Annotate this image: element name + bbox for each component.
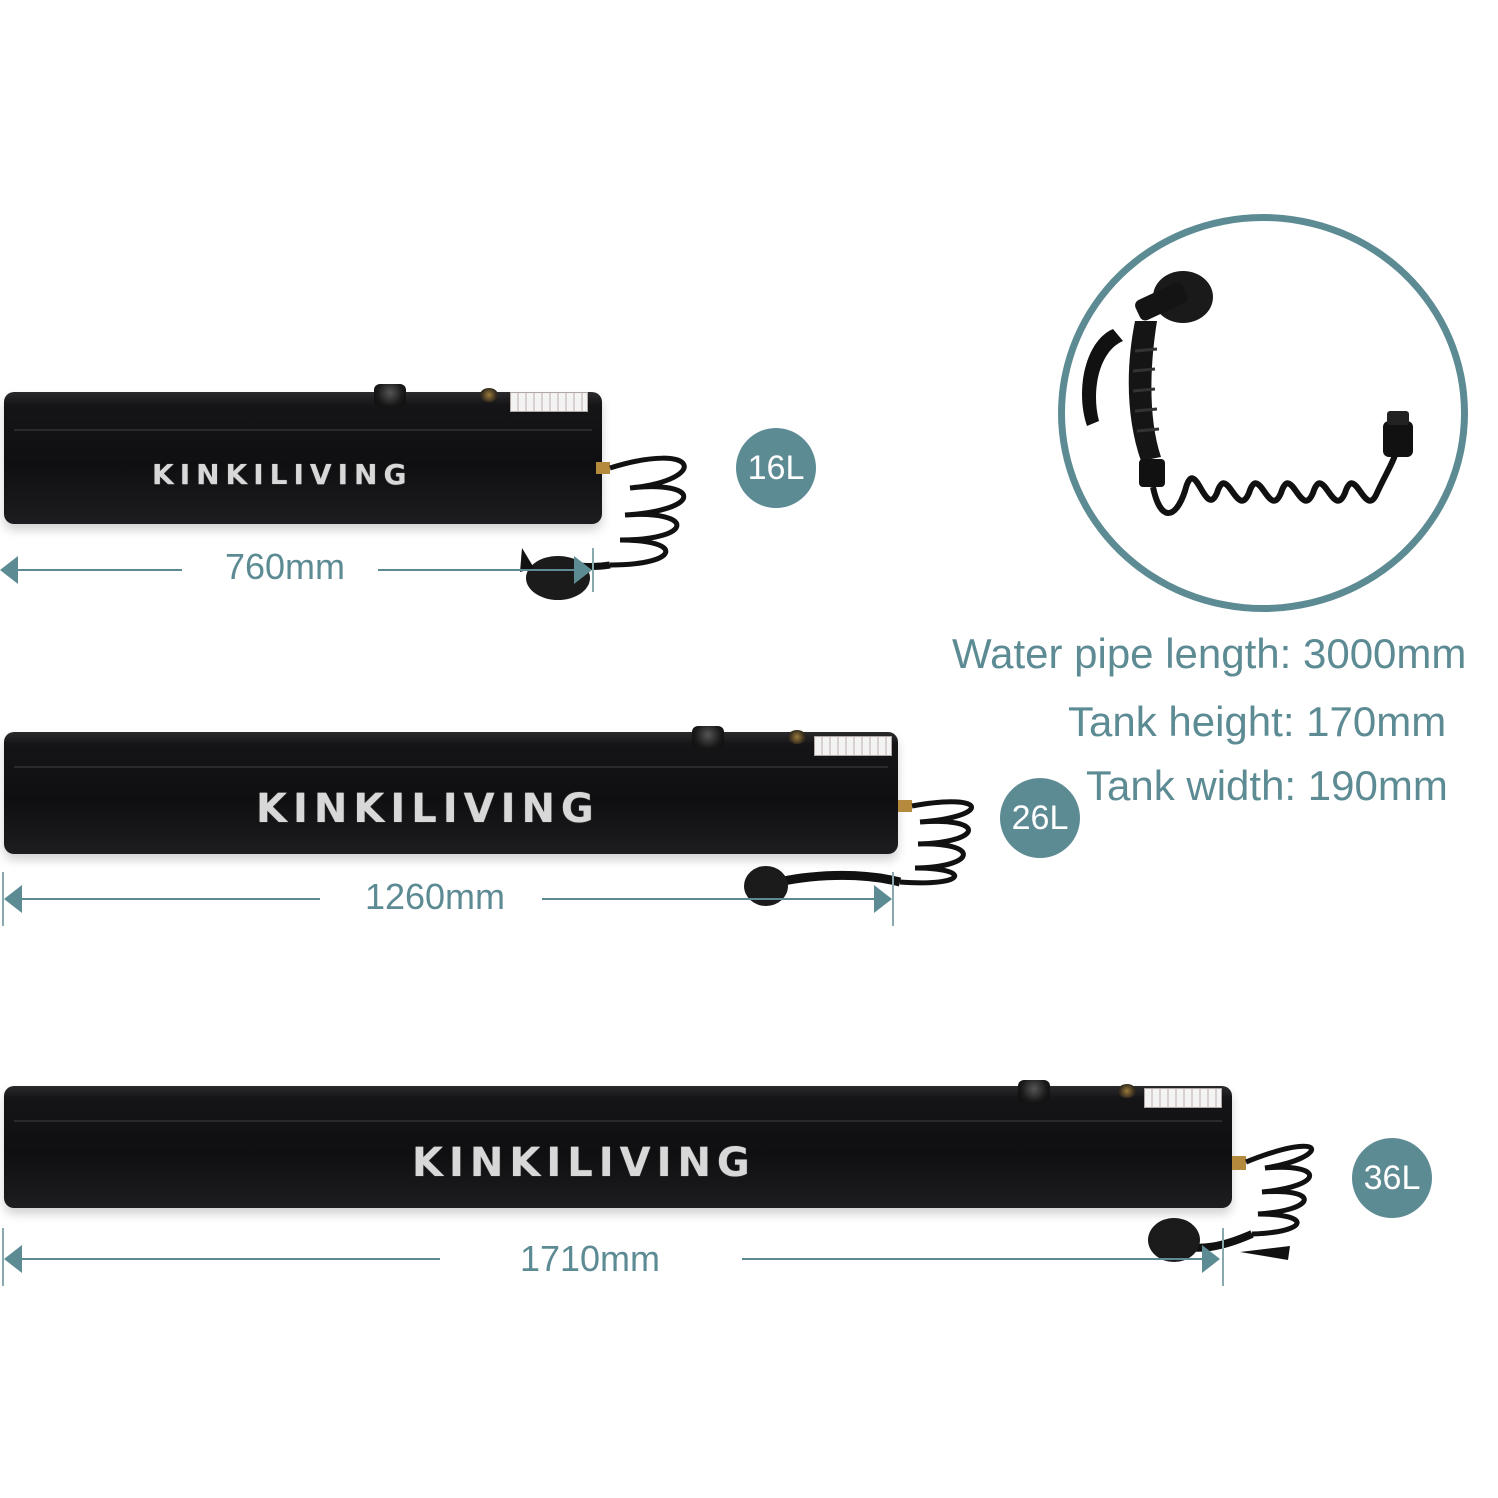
dimension-tick [2, 1228, 4, 1286]
dimension-label: 1710mm [519, 1238, 661, 1279]
warning-sticker [1144, 1088, 1222, 1108]
dimension-line [378, 569, 578, 571]
dimension-arrow-left [4, 1245, 22, 1273]
dimension-tick [892, 872, 894, 926]
capacity-badge: 26L [1000, 778, 1080, 858]
dimension-label: 760mm [224, 546, 346, 587]
tank-brand-logo: KINKILIVING [256, 786, 600, 832]
tank-36l: KINKILIVING [4, 1086, 1232, 1208]
pressure-valve-icon [788, 730, 806, 744]
dimension-line [14, 898, 320, 900]
spec-tank-width: Tank width: 190mm [1086, 762, 1448, 809]
coiled-hose-icon [1148, 1143, 1314, 1262]
dimension-label: 1260mm [364, 876, 506, 917]
warning-sticker [510, 392, 588, 412]
capacity-badge: 36L [1352, 1138, 1432, 1218]
dimension-line [10, 569, 182, 571]
dimension-line [742, 1258, 1204, 1260]
coiled-hose-icon [744, 799, 974, 906]
spray-nozzle-head [744, 866, 788, 906]
fill-cap-icon [692, 726, 724, 748]
dimension-arrow-right [574, 556, 592, 584]
tank-16l: KINKILIVING [4, 392, 602, 524]
tank-ridge [14, 766, 888, 769]
fill-cap-icon [1018, 1080, 1050, 1102]
dimension-line [14, 1258, 440, 1260]
tank-ridge [14, 1120, 1222, 1123]
dimension-arrow-left [4, 885, 22, 913]
hose-detail-circle [1058, 214, 1468, 612]
pressure-valve-icon [1118, 1084, 1136, 1098]
dimension-tick [2, 872, 4, 926]
dimension-arrow-left [0, 556, 18, 584]
dimension-arrow-right [1202, 1245, 1220, 1273]
capacity-badge: 16L [736, 428, 816, 508]
dimension-line [542, 898, 876, 900]
dimension-arrow-right [874, 885, 892, 913]
fill-cap-icon [374, 384, 406, 406]
spec-tank-height: Tank height: 170mm [1068, 698, 1447, 745]
spray-nozzle-head [1148, 1218, 1200, 1262]
tank-26l: KINKILIVING [4, 732, 898, 854]
dimension-tick [1222, 1228, 1224, 1286]
dimension-tick [592, 548, 594, 592]
hose-spray-nozzle-icon [1082, 271, 1413, 516]
tank-brand-logo: KINKILIVING [412, 1140, 756, 1186]
tank-ridge [14, 428, 592, 431]
coiled-hose-icon [520, 455, 687, 600]
spec-pipe-length: Water pipe length: 3000mm [952, 630, 1467, 677]
pressure-valve-icon [480, 388, 498, 402]
warning-sticker [814, 736, 892, 756]
tank-brand-logo: KINKILIVING [152, 458, 413, 491]
